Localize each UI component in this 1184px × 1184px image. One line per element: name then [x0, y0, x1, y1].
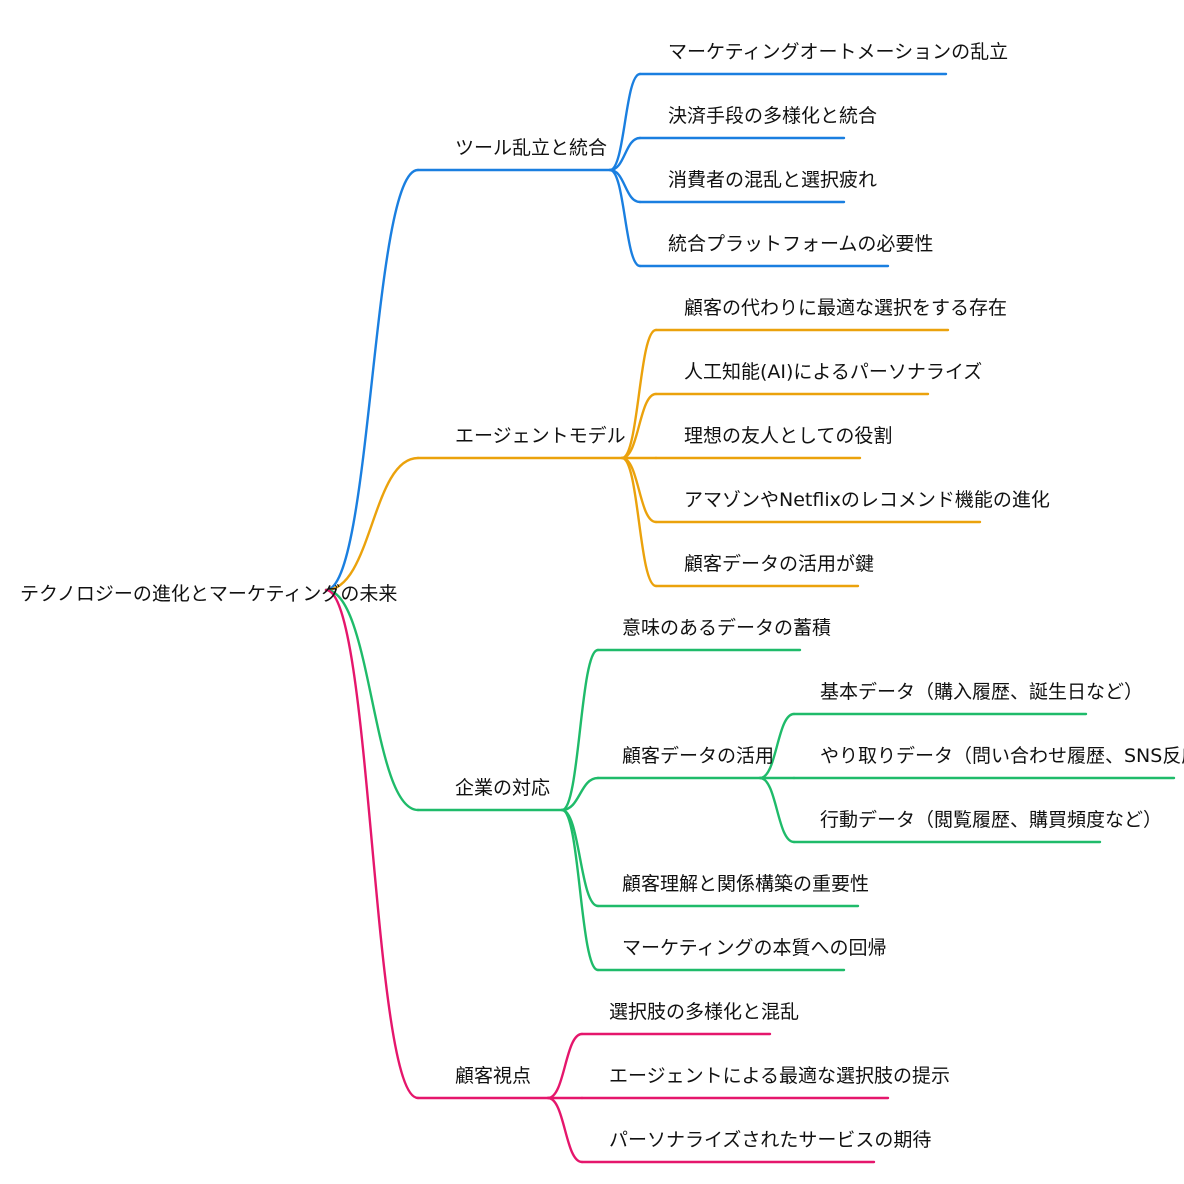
leaf-connector	[608, 72, 642, 172]
connector-lines	[324, 72, 1176, 1164]
leaf-connector	[620, 392, 658, 460]
branch-connector	[324, 588, 420, 1100]
leaf-ma-proliferation: マーケティングオートメーションの乱立	[668, 41, 1008, 63]
branch-connector	[324, 588, 420, 812]
leaf-basic-data: 基本データ（購入履歴、誕生日など）	[820, 681, 1143, 703]
leaf-connector	[620, 456, 658, 524]
branch-agent-model: エージェントモデル	[455, 425, 626, 447]
leaf-recommendation-evolution: アマゾンやNetflixのレコメンド機能の進化	[684, 489, 1050, 511]
leaf-interaction-data: やり取りデータ（問い合わせ履歴、SNS反応など）	[820, 745, 1184, 767]
leaf-integrated-platform: 統合プラットフォームの必要性	[668, 233, 933, 255]
subleaf-connector	[758, 776, 796, 844]
leaf-behavior-data: 行動データ（閲覧履歴、購買頻度など）	[820, 809, 1162, 831]
leaf-connector	[560, 776, 600, 812]
leaf-ideal-friend: 理想の友人としての役割	[684, 425, 892, 447]
leaf-agent-best-option: エージェントによる最適な選択肢の提示	[609, 1065, 950, 1087]
leaf-connector	[560, 648, 600, 812]
leaf-marketing-essence: マーケティングの本質への回帰	[622, 937, 886, 959]
leaf-consumer-confusion: 消費者の混乱と選択疲れ	[668, 169, 877, 191]
branch-connector	[324, 168, 420, 592]
branch-tool-consolidation: ツール乱立と統合	[455, 137, 607, 159]
leaf-connector	[620, 456, 658, 588]
leaf-connector	[546, 1032, 584, 1100]
leaf-connector	[608, 168, 642, 268]
branch-customer-view: 顧客視点	[455, 1065, 531, 1087]
leaf-connector	[560, 808, 600, 972]
root-topic: テクノロジーの進化とマーケティングの未来	[20, 583, 397, 605]
leaf-payment-diversification: 決済手段の多様化と統合	[668, 105, 877, 127]
leaf-personalized-service: パーソナライズされたサービスの期待	[609, 1129, 931, 1151]
subbranch-customer-data-use: 顧客データの活用	[622, 745, 774, 767]
leaf-customer-data-key: 顧客データの活用が鍵	[684, 553, 874, 575]
leaf-best-choice-agent: 顧客の代わりに最適な選択をする存在	[684, 297, 1007, 319]
leaf-meaningful-data: 意味のあるデータの蓄積	[622, 617, 831, 639]
branch-company-response: 企業の対応	[455, 777, 550, 799]
branch-connector	[324, 456, 420, 592]
subleaf-connector	[758, 712, 796, 780]
leaf-ai-personalize: 人工知能(AI)によるパーソナライズ	[684, 361, 982, 383]
leaf-customer-understanding: 顧客理解と関係構築の重要性	[622, 873, 869, 895]
leaf-choice-diversification: 選択肢の多様化と混乱	[609, 1001, 799, 1023]
leaf-connector	[620, 328, 658, 460]
leaf-connector	[608, 136, 642, 172]
leaf-connector	[546, 1096, 584, 1164]
